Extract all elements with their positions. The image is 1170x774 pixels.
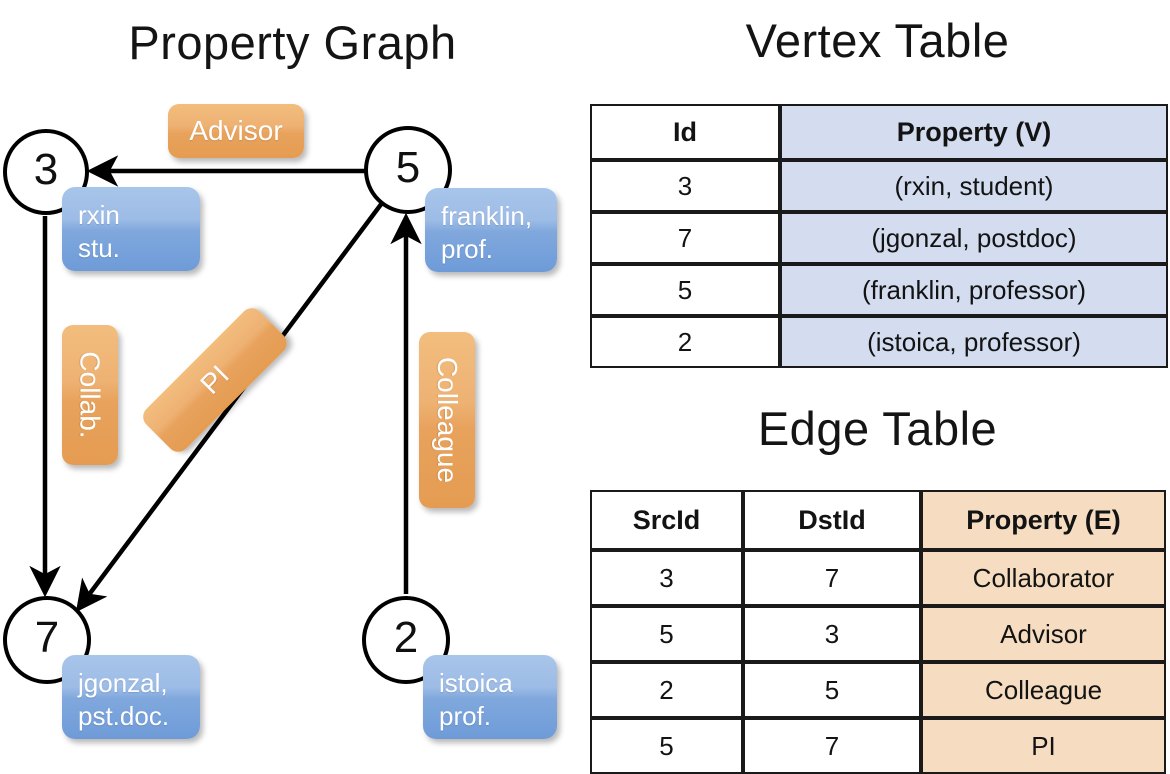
table-row[interactable]: 3 7 Collaborator (590, 550, 1166, 606)
edge-row-2-property: Colleague (921, 662, 1166, 718)
vertex-row-0-property: (rxin, student) (780, 160, 1168, 212)
graph-node-7-property-line1: jgonzal, (78, 668, 168, 698)
edge-table-header-dstid: DstId (743, 490, 921, 550)
vertex-row-2-id: 5 (590, 264, 780, 316)
graph-node-5-property-box: franklin, prof. (425, 188, 557, 272)
edge-label-collab: Collab. (62, 325, 118, 465)
edge-row-3-dst: 7 (743, 718, 921, 774)
edge-row-2-src: 2 (590, 662, 743, 718)
graph-node-7-property-box: jgonzal, pst.doc. (62, 655, 200, 739)
edge-table-header-row: SrcId DstId Property (E) (590, 490, 1166, 550)
edge-table-header-property: Property (E) (921, 490, 1166, 550)
edge-row-3-property: PI (921, 718, 1166, 774)
vertex-row-3-id: 2 (590, 316, 780, 368)
edge-row-2-dst: 5 (743, 662, 921, 718)
graph-node-2-property-box: istoica prof. (423, 655, 557, 739)
edge-label-advisor: Advisor (168, 104, 304, 158)
edge-row-1-src: 5 (590, 606, 743, 662)
page-title-edge-table: Edge Table (757, 402, 998, 455)
graph-node-5[interactable]: 5 (364, 126, 452, 214)
vertex-table-header-property: Property (V) (780, 104, 1168, 160)
edge-row-0-dst: 7 (743, 550, 921, 606)
vertex-table: Id Property (V) 3 (rxin, student) 7 (jgo… (590, 104, 1168, 368)
vertex-row-2-property: (franklin, professor) (780, 264, 1168, 316)
graph-node-2[interactable]: 2 (362, 596, 450, 684)
edge-row-1-property: Advisor (921, 606, 1166, 662)
edge-label-collab-text: Collab. (75, 351, 107, 439)
edge-table-header-srcid: SrcId (590, 490, 743, 550)
edge-table: SrcId DstId Property (E) 3 7 Collaborato… (590, 490, 1166, 774)
page-title-vertex-table: Vertex Table (745, 14, 1010, 67)
graph-node-2-property-line2: prof. (439, 701, 492, 731)
vertex-row-3-property: (istoica, professor) (780, 316, 1168, 368)
vertex-row-1-property: (jgonzal, postdoc) (780, 212, 1168, 264)
graph-node-5-property-line1: franklin, (441, 201, 533, 231)
graph-node-3-property-line1: rxin (78, 200, 120, 230)
edge-row-3-src: 5 (590, 718, 743, 774)
vertex-table-header-id: Id (590, 104, 780, 160)
graph-node-3-property-box: rxin stu. (62, 187, 200, 271)
table-row[interactable]: 5 7 PI (590, 718, 1166, 774)
edge-label-colleague: Colleague (419, 332, 475, 508)
vertex-row-0-id: 3 (590, 160, 780, 212)
table-row[interactable]: 2 5 Colleague (590, 662, 1166, 718)
graph-node-7-label: 7 (34, 613, 60, 662)
table-row[interactable]: 2 (istoica, professor) (590, 316, 1168, 368)
graph-node-7-property-line2: pst.doc. (78, 701, 170, 731)
graph-node-2-property-line1: istoica (439, 668, 513, 698)
graph-node-5-property-line2: prof. (441, 234, 494, 264)
graph-node-5-label: 5 (395, 143, 421, 192)
graph-node-2-label: 2 (393, 613, 419, 662)
vertex-table-header-row: Id Property (V) (590, 104, 1168, 160)
edge-label-colleague-text: Colleague (432, 356, 464, 484)
table-row[interactable]: 5 3 Advisor (590, 606, 1166, 662)
edge-arrow-pi (75, 201, 384, 613)
table-row[interactable]: 7 (jgonzal, postdoc) (590, 212, 1168, 264)
graph-node-3-property-line2: stu. (78, 233, 120, 263)
graph-node-3-label: 3 (33, 145, 59, 194)
table-row[interactable]: 3 (rxin, student) (590, 160, 1168, 212)
table-row[interactable]: 5 (franklin, professor) (590, 264, 1168, 316)
vertex-row-1-id: 7 (590, 212, 780, 264)
edge-row-1-dst: 3 (743, 606, 921, 662)
edge-row-0-src: 3 (590, 550, 743, 606)
edge-label-advisor-text: Advisor (189, 115, 283, 146)
page-title-property-graph: Property Graph (128, 16, 457, 69)
edge-label-pi-text: PI (194, 359, 235, 400)
graph-edges-layer (29, 155, 422, 613)
edge-row-0-property: Collaborator (921, 550, 1166, 606)
